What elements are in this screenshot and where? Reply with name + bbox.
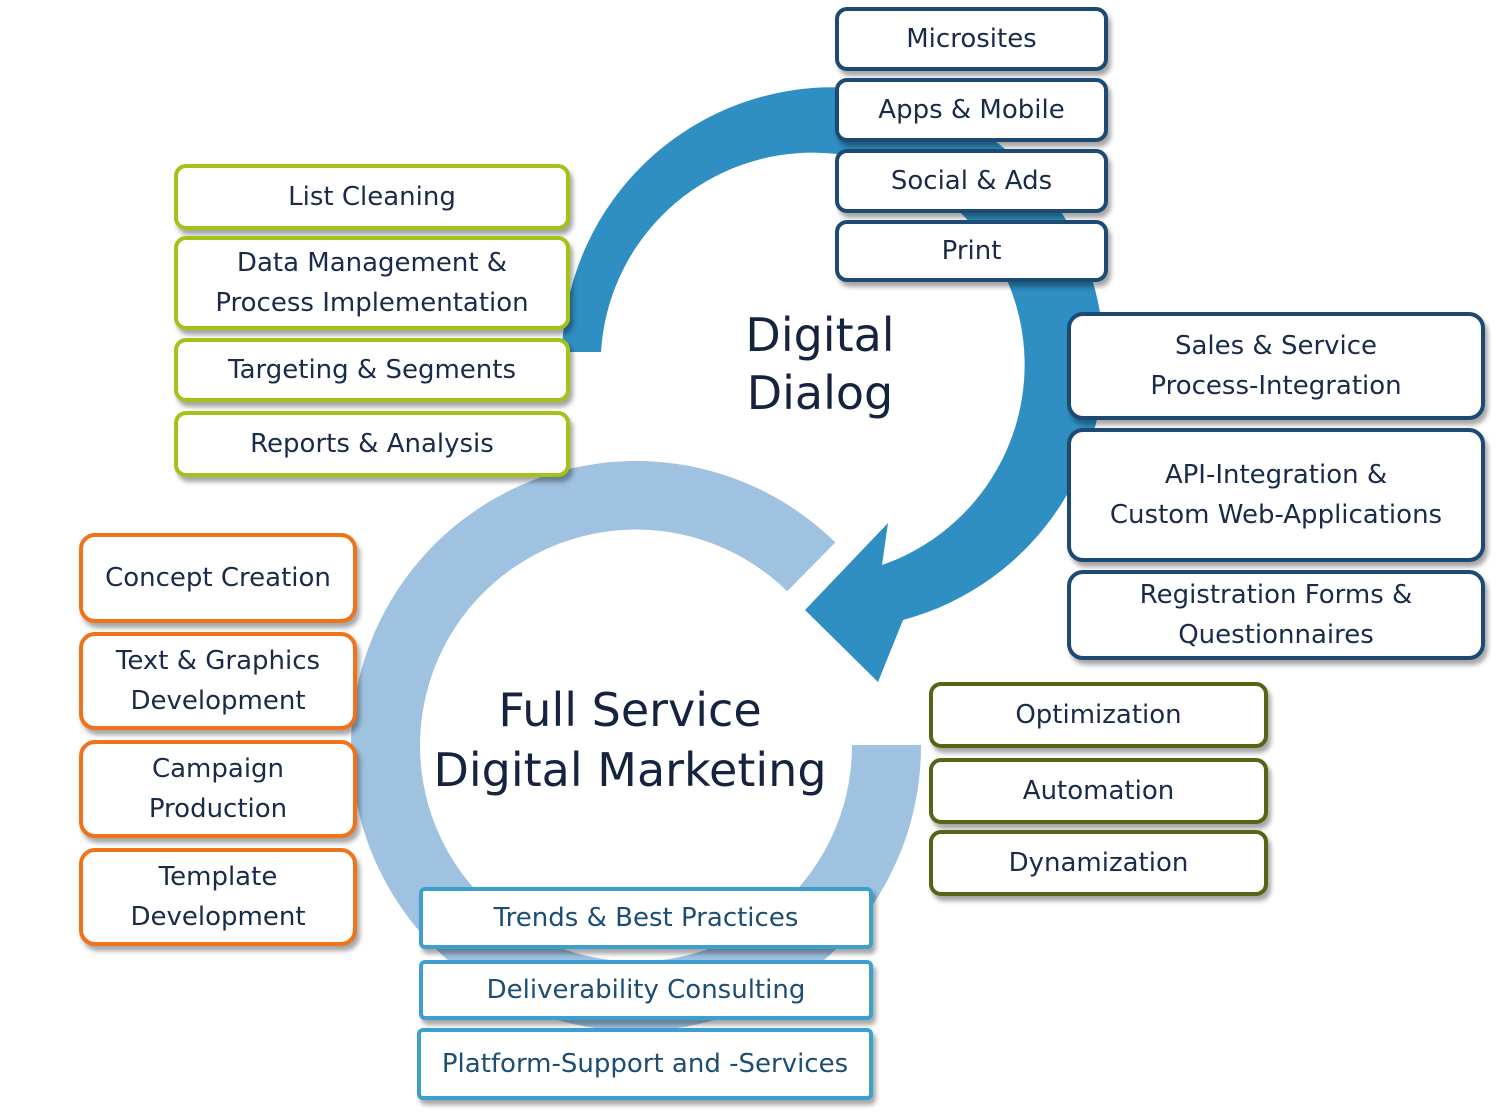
box-data-management: Data Management & Process Implementation bbox=[174, 236, 570, 330]
box-print-text: Print bbox=[941, 236, 1002, 266]
box-dynamization-text: Dynamization bbox=[1008, 848, 1189, 878]
box-trends-best-practices: Trends & Best Practices bbox=[419, 887, 873, 949]
box-apps-mobile-text: Apps & Mobile bbox=[878, 95, 1065, 125]
box-campaign-production: Campaign Production bbox=[79, 740, 357, 838]
box-template-development-line-1: Template bbox=[158, 862, 278, 892]
box-targeting-segments-text: Targeting & Segments bbox=[228, 355, 516, 385]
box-text-graphics-line-2: Development bbox=[130, 686, 306, 716]
box-dynamization: Dynamization bbox=[929, 830, 1268, 896]
box-trends-best-practices-text: Trends & Best Practices bbox=[493, 903, 799, 933]
box-sales-service: Sales & Service Process-Integration bbox=[1067, 312, 1485, 420]
full-service-line-2: Digital Marketing bbox=[433, 743, 827, 797]
box-data-management-line-2: Process Implementation bbox=[215, 288, 529, 318]
box-apps-mobile: Apps & Mobile bbox=[835, 78, 1108, 142]
box-sales-service-line-1: Sales & Service bbox=[1174, 331, 1378, 361]
box-automation: Automation bbox=[929, 758, 1268, 824]
box-concept-creation: Concept Creation bbox=[79, 533, 357, 623]
box-microsites: Microsites bbox=[835, 7, 1108, 71]
box-campaign-production-line-2: Production bbox=[148, 794, 288, 824]
box-list-cleaning: List Cleaning bbox=[174, 164, 570, 230]
box-optimization-text: Optimization bbox=[1015, 700, 1182, 730]
box-platform-support-text: Platform-Support and -Services bbox=[441, 1049, 849, 1079]
full-service-line-1: Full Service bbox=[498, 683, 762, 737]
box-deliverability-consulting: Deliverability Consulting bbox=[419, 960, 873, 1020]
box-reports-analysis-text: Reports & Analysis bbox=[250, 429, 494, 459]
box-text-graphics: Text & Graphics Development bbox=[79, 632, 357, 730]
digital-dialog-line-2: Dialog bbox=[746, 366, 894, 420]
box-template-development: Template Development bbox=[79, 848, 357, 946]
box-targeting-segments: Targeting & Segments bbox=[174, 338, 570, 402]
box-concept-creation-text: Concept Creation bbox=[105, 563, 331, 593]
box-template-development-line-2: Development bbox=[130, 902, 306, 932]
box-platform-support: Platform-Support and -Services bbox=[417, 1028, 873, 1100]
box-microsites-text: Microsites bbox=[906, 24, 1037, 54]
box-social-ads-text: Social & Ads bbox=[890, 166, 1053, 196]
full-service-digital-marketing-label: Full Service Digital Marketing bbox=[400, 680, 860, 800]
digital-dialog-label: Digital Dialog bbox=[700, 306, 940, 422]
box-api-integration: API-Integration & Custom Web-Application… bbox=[1067, 428, 1485, 562]
box-api-integration-line-2: Custom Web-Applications bbox=[1109, 500, 1443, 530]
box-sales-service-line-2: Process-Integration bbox=[1150, 371, 1402, 401]
box-text-graphics-line-1: Text & Graphics bbox=[115, 646, 321, 676]
box-print: Print bbox=[835, 220, 1108, 282]
dialog-cycle-arc bbox=[562, 87, 1104, 683]
box-reports-analysis: Reports & Analysis bbox=[174, 411, 570, 477]
box-optimization: Optimization bbox=[929, 682, 1268, 748]
box-deliverability-consulting-text: Deliverability Consulting bbox=[486, 975, 806, 1005]
digital-dialog-line-1: Digital bbox=[745, 308, 895, 362]
box-api-integration-line-1: API-Integration & bbox=[1164, 460, 1388, 490]
box-registration-forms-line-1: Registration Forms & bbox=[1139, 580, 1413, 610]
box-registration-forms-line-2: Questionnaires bbox=[1178, 620, 1374, 650]
box-list-cleaning-text: List Cleaning bbox=[288, 182, 456, 212]
box-campaign-production-line-1: Campaign bbox=[151, 754, 285, 784]
box-automation-text: Automation bbox=[1022, 776, 1175, 806]
box-registration-forms: Registration Forms & Questionnaires bbox=[1067, 570, 1485, 660]
box-social-ads: Social & Ads bbox=[835, 149, 1108, 213]
box-data-management-line-1: Data Management & bbox=[236, 248, 508, 278]
